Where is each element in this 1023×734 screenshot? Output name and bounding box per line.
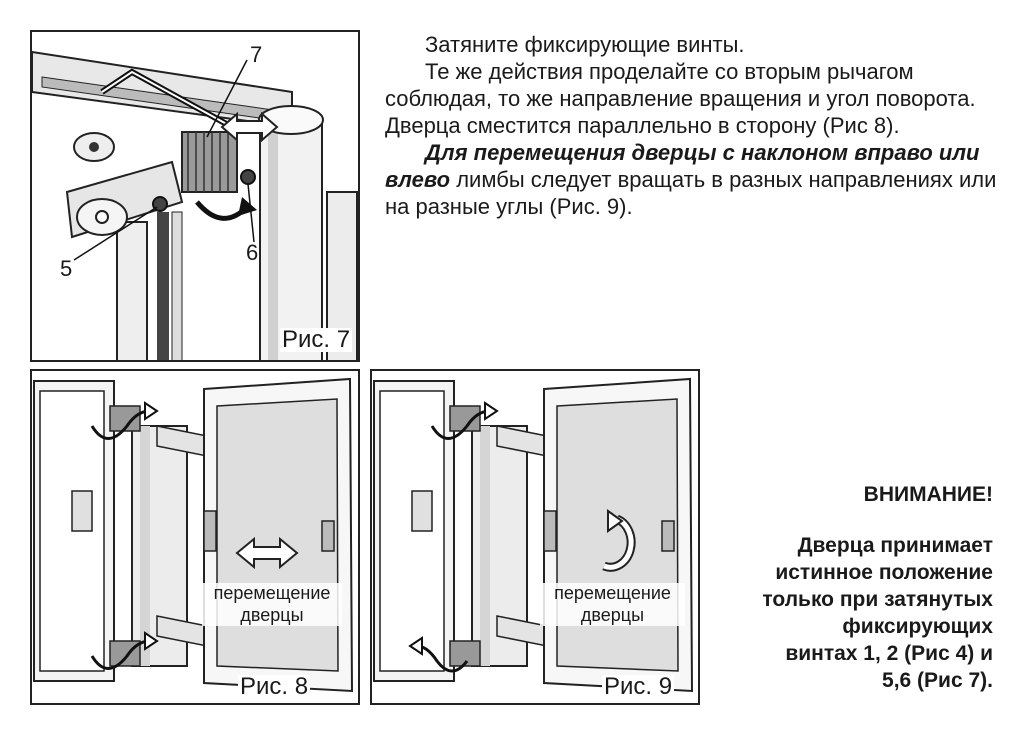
fig9-illustration (373, 377, 694, 693)
fig9-label-line1: перемещение (554, 583, 671, 603)
instruction-paragraph-3-rest: лимбы следует вращать в разных направлен… (385, 167, 997, 219)
figure-9: перемещение дверцы Рис. 9 (370, 369, 700, 705)
warning-line-6: 5,6 (Рис 7). (882, 669, 993, 692)
figure-7: 7 5 6 Рис. 7 (30, 30, 360, 362)
fig7-caption: Рис. 7 (280, 326, 353, 353)
fig7-illustration (32, 50, 358, 360)
callout-5: 5 (60, 256, 73, 281)
fig8-motion-label: перемещение дверцы (202, 583, 342, 627)
warning-line-5: винтах 1, 2 (Рис 4) и (785, 642, 993, 665)
warning-title: ВНИМАНИЕ! (863, 483, 993, 506)
fig9-caption: Рис. 9 (602, 673, 675, 700)
fig9-label-line2: дверцы (580, 604, 645, 625)
callout-7: 7 (250, 42, 263, 67)
warning-line-2: истинное положение (775, 561, 993, 584)
fig8-illustration (33, 377, 354, 693)
warning-line-4: фиксирующих (842, 615, 993, 638)
instruction-emphasis: Для перемещения дверцы с наклоном вправо… (385, 140, 980, 192)
warning-line-3: только при затянутых (762, 588, 993, 611)
figure-8: перемещение дверцы Рис. 8 (30, 369, 360, 705)
warning-block: ВНИМАНИЕ! Дверца принимает истинное поло… (693, 481, 993, 694)
fig8-label-line2: дверцы (240, 604, 304, 625)
instruction-paragraph-1: Затяните фиксирующие винты. (425, 32, 745, 57)
callout-6: 6 (246, 240, 259, 265)
fig9-motion-label: перемещение дверцы (540, 583, 685, 627)
warning-line-1: Дверца принимает (797, 534, 993, 557)
fig8-caption: Рис. 8 (238, 673, 311, 700)
instruction-paragraph-2: Те же действия проделайте со вторым рыча… (385, 59, 976, 138)
instruction-paragraph-3: Для перемещения дверцы с наклоном вправо… (385, 139, 1000, 220)
instruction-text: Затяните фиксирующие винты. Те же действ… (385, 31, 1000, 220)
fig8-label-line1: перемещение (213, 583, 331, 603)
